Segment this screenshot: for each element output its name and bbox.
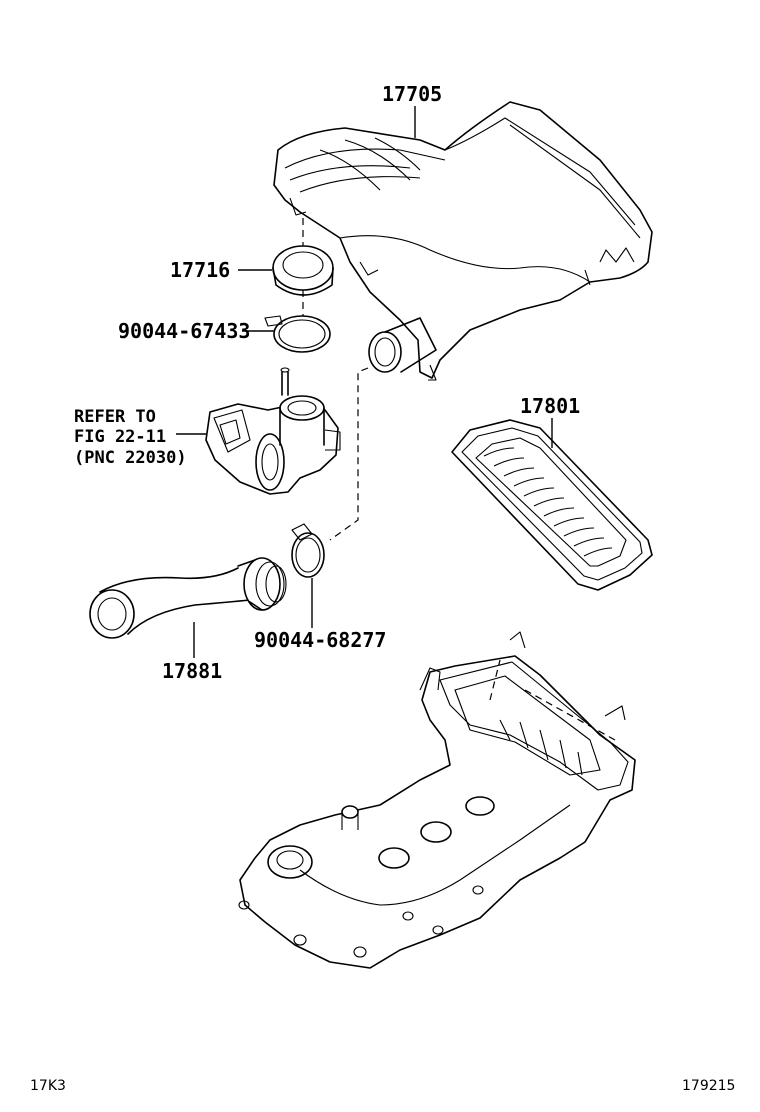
reference-note-line3: (PNC 22030) [74, 448, 187, 468]
clamp-upper-drawing [264, 315, 331, 353]
label-90044-68277: 90044-68277 [254, 628, 386, 652]
hose-drawing [89, 557, 287, 639]
label-17705: 17705 [382, 82, 442, 106]
reference-note-line1: REFER TO [74, 407, 156, 427]
manifold-drawing [238, 631, 636, 969]
air-cleaner-cap-drawing [273, 101, 653, 381]
throttle-body-drawing [205, 367, 341, 495]
label-90044-67433: 90044-67433 [118, 319, 250, 343]
alignment-line-manifold [489, 659, 616, 741]
label-17716: 17716 [170, 258, 230, 282]
clamp-lower-drawing [291, 523, 325, 578]
reference-note-line2: FIG 22-11 [74, 427, 166, 447]
label-17801: 17801 [520, 394, 580, 418]
air-element-drawing [451, 419, 653, 591]
footer-left-code: 17K3 [30, 1078, 66, 1094]
gasket-drawing [272, 245, 334, 296]
footer-right-code: 179215 [682, 1078, 735, 1094]
label-17881: 17881 [162, 659, 222, 683]
alignment-line-cap-hose [329, 367, 369, 541]
